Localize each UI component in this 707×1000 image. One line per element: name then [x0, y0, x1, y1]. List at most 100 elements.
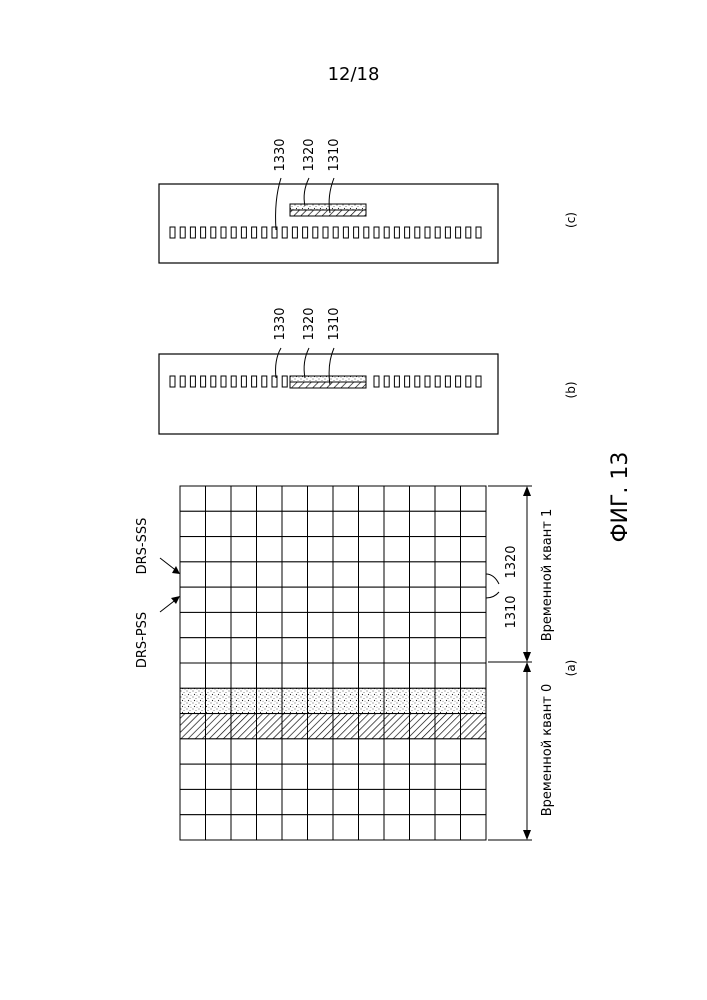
grid-cell	[359, 789, 385, 814]
grid-cell	[384, 587, 410, 612]
grid-cell	[231, 562, 257, 587]
sync-bar	[211, 376, 216, 387]
ref-1310-c: 1310	[327, 138, 342, 171]
grid-cell	[282, 739, 308, 764]
grid-cell	[257, 789, 283, 814]
resource-grid	[180, 486, 486, 840]
grid-cell	[257, 511, 283, 536]
grid-cell	[359, 511, 385, 536]
grid-cell	[435, 486, 461, 511]
grid-cell	[461, 537, 487, 562]
ref-1320-c: 1320	[302, 138, 317, 171]
sync-bar	[252, 227, 257, 238]
sync-bar	[466, 376, 471, 387]
grid-cell	[384, 562, 410, 587]
grid-cell-drs-sss	[308, 688, 334, 713]
ref-1330-c: 1330	[273, 138, 288, 171]
sync-bar	[445, 227, 450, 238]
grid-cell-drs-sss	[435, 688, 461, 713]
grid-cell	[308, 537, 334, 562]
grid-cell	[359, 562, 385, 587]
grid-cell-drs-sss	[359, 688, 385, 713]
sync-bar	[170, 227, 175, 238]
grid-cell	[308, 562, 334, 587]
grid-cell	[435, 511, 461, 536]
grid-cell-drs-pss	[359, 714, 385, 739]
grid-cell	[308, 764, 334, 789]
grid-cell	[180, 815, 206, 840]
grid-cell	[333, 815, 359, 840]
grid-cell	[384, 739, 410, 764]
grid-cell	[435, 537, 461, 562]
grid-cell	[308, 486, 334, 511]
sync-bar	[425, 227, 430, 238]
grid-cell	[308, 739, 334, 764]
grid-cell	[257, 537, 283, 562]
grid-cell-drs-pss	[180, 714, 206, 739]
grid-cell	[231, 587, 257, 612]
sync-bar	[405, 376, 410, 387]
grid-cell	[333, 587, 359, 612]
grid-cell	[333, 612, 359, 637]
sync-bar	[231, 376, 236, 387]
grid-cell	[461, 562, 487, 587]
grid-cell-drs-pss	[333, 714, 359, 739]
ref-1320-a: 1320	[504, 545, 519, 578]
grid-cell-drs-sss	[257, 688, 283, 713]
grid-cell	[180, 789, 206, 814]
grid-cell-drs-pss	[410, 714, 436, 739]
grid-cell	[206, 587, 232, 612]
grid-cell	[282, 612, 308, 637]
sync-bar	[364, 227, 369, 238]
grid-cell	[231, 764, 257, 789]
grid-cell	[384, 815, 410, 840]
grid-cell	[461, 486, 487, 511]
grid-cell	[435, 764, 461, 789]
grid-cell	[308, 789, 334, 814]
grid-cell	[206, 638, 232, 663]
slot0-arrowhead-top	[523, 662, 531, 672]
grid-cell	[333, 663, 359, 688]
grid-cell	[461, 587, 487, 612]
grid-cell	[180, 612, 206, 637]
slot1-label: Временной квант 1	[540, 509, 555, 641]
leader-1310-a	[486, 592, 499, 598]
sync-bar	[384, 227, 389, 238]
grid-cell	[206, 739, 232, 764]
sync-bar	[415, 227, 420, 238]
drs-sss-label: DRS-SSS	[135, 518, 150, 575]
grid-cell	[257, 815, 283, 840]
grid-cell	[333, 739, 359, 764]
sync-bar	[211, 227, 216, 238]
sync-bar	[221, 227, 226, 238]
leader-1320-a	[486, 574, 499, 584]
panel-c-frame	[159, 184, 498, 263]
grid-cell	[384, 789, 410, 814]
sync-bar	[221, 376, 226, 387]
grid-cell	[435, 638, 461, 663]
grid-cell	[257, 562, 283, 587]
sync-bar	[303, 227, 308, 238]
grid-cell-drs-pss	[206, 714, 232, 739]
sync-bar	[466, 227, 471, 238]
grid-cell	[282, 764, 308, 789]
grid-cell	[435, 815, 461, 840]
grid-cell	[410, 764, 436, 789]
sync-bar	[180, 376, 185, 387]
grid-cell	[257, 486, 283, 511]
grid-cell	[384, 486, 410, 511]
grid-cell	[231, 815, 257, 840]
sync-bar	[384, 376, 389, 387]
grid-cell	[435, 663, 461, 688]
grid-cell	[257, 638, 283, 663]
slot0-label: Временной квант 0	[540, 684, 555, 816]
grid-cell	[384, 612, 410, 637]
sync-bar	[190, 227, 195, 238]
grid-cell	[231, 486, 257, 511]
ref-1310-a: 1310	[504, 595, 519, 628]
sync-bar	[262, 227, 267, 238]
drs-pss-label: DRS-PSS	[135, 612, 150, 668]
sync-bar	[313, 227, 318, 238]
panel-b-sss-block	[290, 376, 366, 382]
